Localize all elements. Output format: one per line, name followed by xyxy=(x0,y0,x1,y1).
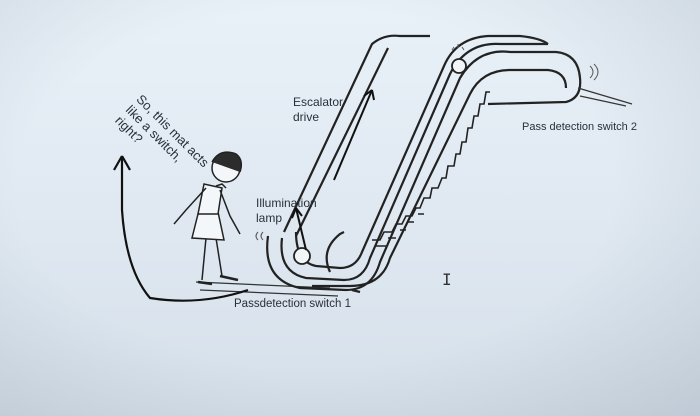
illumination-lamp-label-line1: Illumination xyxy=(256,196,317,210)
person-figure xyxy=(173,151,243,286)
escalator-drive-label-line1: Escalator xyxy=(293,95,344,109)
illumination-lamp-circle xyxy=(293,247,311,265)
floor-mat xyxy=(195,281,339,297)
escalator-steps xyxy=(372,91,490,247)
escalator-drive-motor xyxy=(451,58,467,74)
escalator-body xyxy=(266,34,582,294)
illumination-lamp-arrow xyxy=(291,207,307,251)
pass-switch-2-beam xyxy=(577,87,633,107)
pass-switch-1-label: Passdetection switch 1 xyxy=(234,298,351,310)
escalator-drive-label: Escalator drive xyxy=(293,95,343,125)
pass-switch-2-label: Pass detection switch 2 xyxy=(522,121,637,133)
speech-arrow xyxy=(113,155,249,302)
illumination-lamp-label: Illumination lamp xyxy=(256,196,317,226)
sensor-marks xyxy=(255,44,599,241)
text-cursor-icon: I xyxy=(442,270,452,289)
escalator-drive-label-line2: drive xyxy=(293,110,320,124)
escalator-drive-arrow xyxy=(333,89,375,181)
illumination-lamp-label-line2: lamp xyxy=(256,211,283,225)
